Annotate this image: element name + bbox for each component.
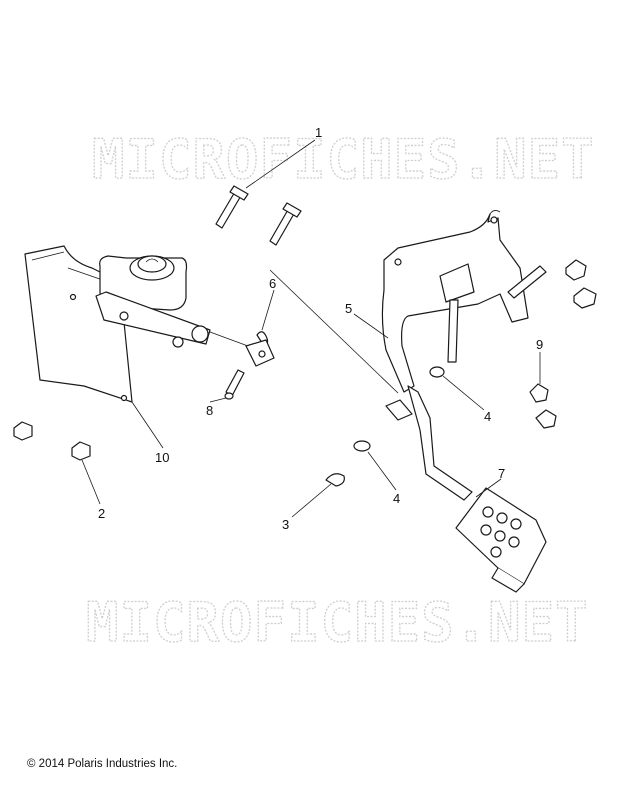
callout-2: 2 [98, 506, 105, 521]
leader-7 [475, 478, 502, 498]
watermark-bottom: MICROFICHES.NET [86, 591, 589, 654]
nut-part-2 [13, 421, 91, 461]
callout-4b: 4 [393, 491, 400, 506]
leader-1 [245, 139, 316, 189]
callout-9: 9 [536, 337, 543, 352]
nut-part-9 [529, 259, 597, 429]
callout-6: 6 [269, 276, 276, 291]
leader-5 [353, 313, 389, 339]
callout-3: 3 [282, 517, 289, 532]
copyright-text: © 2014 Polaris Industries Inc. [27, 758, 178, 770]
callout-1: 1 [315, 125, 322, 140]
leader-10 [131, 401, 164, 449]
bolt-part-1 [215, 185, 302, 246]
watermark-top: MICROFICHES.NET [92, 128, 595, 191]
callout-4a: 4 [484, 409, 491, 424]
leader-8 [209, 397, 227, 403]
leader-2 [81, 459, 101, 505]
clevis [245, 339, 275, 367]
leader-3 [291, 483, 332, 518]
pushrod-line [269, 269, 399, 394]
pin-part-8 [224, 369, 245, 400]
callout-5: 5 [345, 301, 352, 316]
callout-10: 10 [155, 450, 169, 465]
pedal-part-7 [407, 385, 547, 593]
leader-6 [261, 289, 275, 331]
leader-4a [442, 375, 485, 411]
bracket-part-5 [381, 210, 547, 393]
leader-4b [367, 451, 397, 491]
master-cylinder [95, 255, 249, 348]
bushing-part-4 [353, 366, 445, 452]
callout-8: 8 [206, 403, 213, 418]
callout-7: 7 [498, 466, 505, 481]
eclip-part-3 [325, 473, 345, 487]
